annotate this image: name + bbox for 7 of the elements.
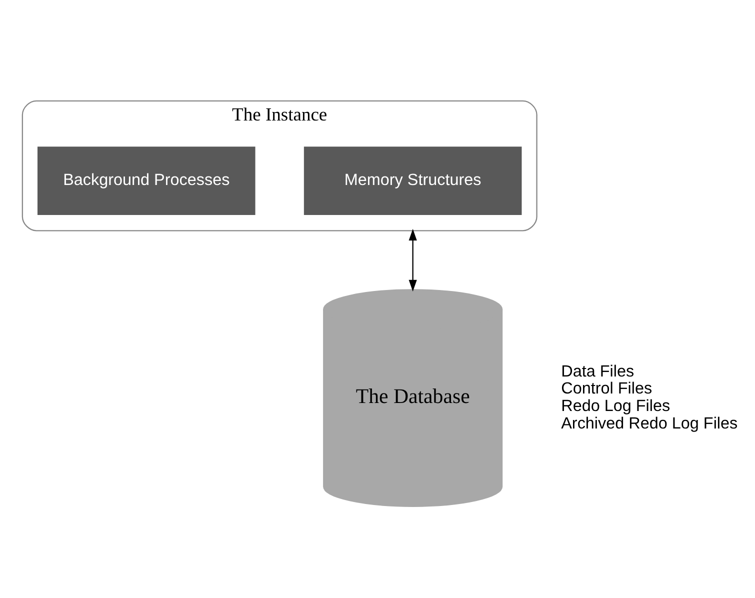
node-label: Control Files bbox=[561, 380, 652, 398]
node-label: Data Files bbox=[561, 362, 634, 380]
node-label: Redo Log Files bbox=[561, 397, 670, 416]
arrow bbox=[408, 228, 417, 292]
node-box: Background Processes bbox=[38, 146, 256, 216]
node-label: Archived Redo Log Files bbox=[561, 414, 738, 432]
node-box: Memory Structures bbox=[304, 146, 522, 216]
